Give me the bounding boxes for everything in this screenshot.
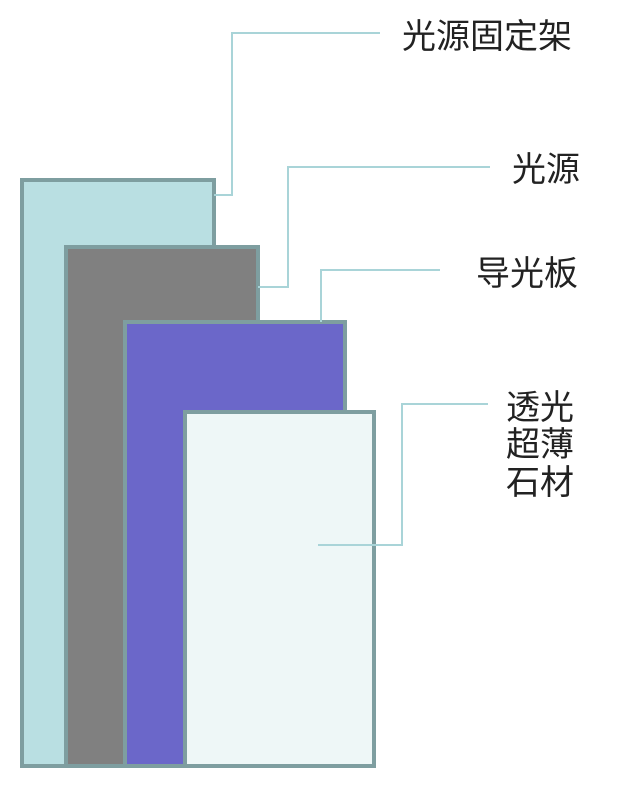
leader-line-stone <box>318 403 488 546</box>
label-light-guide-plate: 导光板 <box>476 254 578 294</box>
translucent-stone-layer <box>183 410 376 768</box>
label-translucent-stone: 透光 超薄 石材 <box>506 388 574 503</box>
label-light-source-bracket: 光源固定架 <box>402 17 572 57</box>
label-line-3: 石材 <box>506 462 574 503</box>
leader-line-bracket <box>214 32 380 196</box>
label-light-source: 光源 <box>512 150 580 190</box>
leader-line-light-guide <box>320 269 440 322</box>
label-line-2: 超薄 <box>506 425 574 466</box>
leader-line-light-source <box>258 166 490 288</box>
label-line-1: 透光 <box>506 388 574 428</box>
